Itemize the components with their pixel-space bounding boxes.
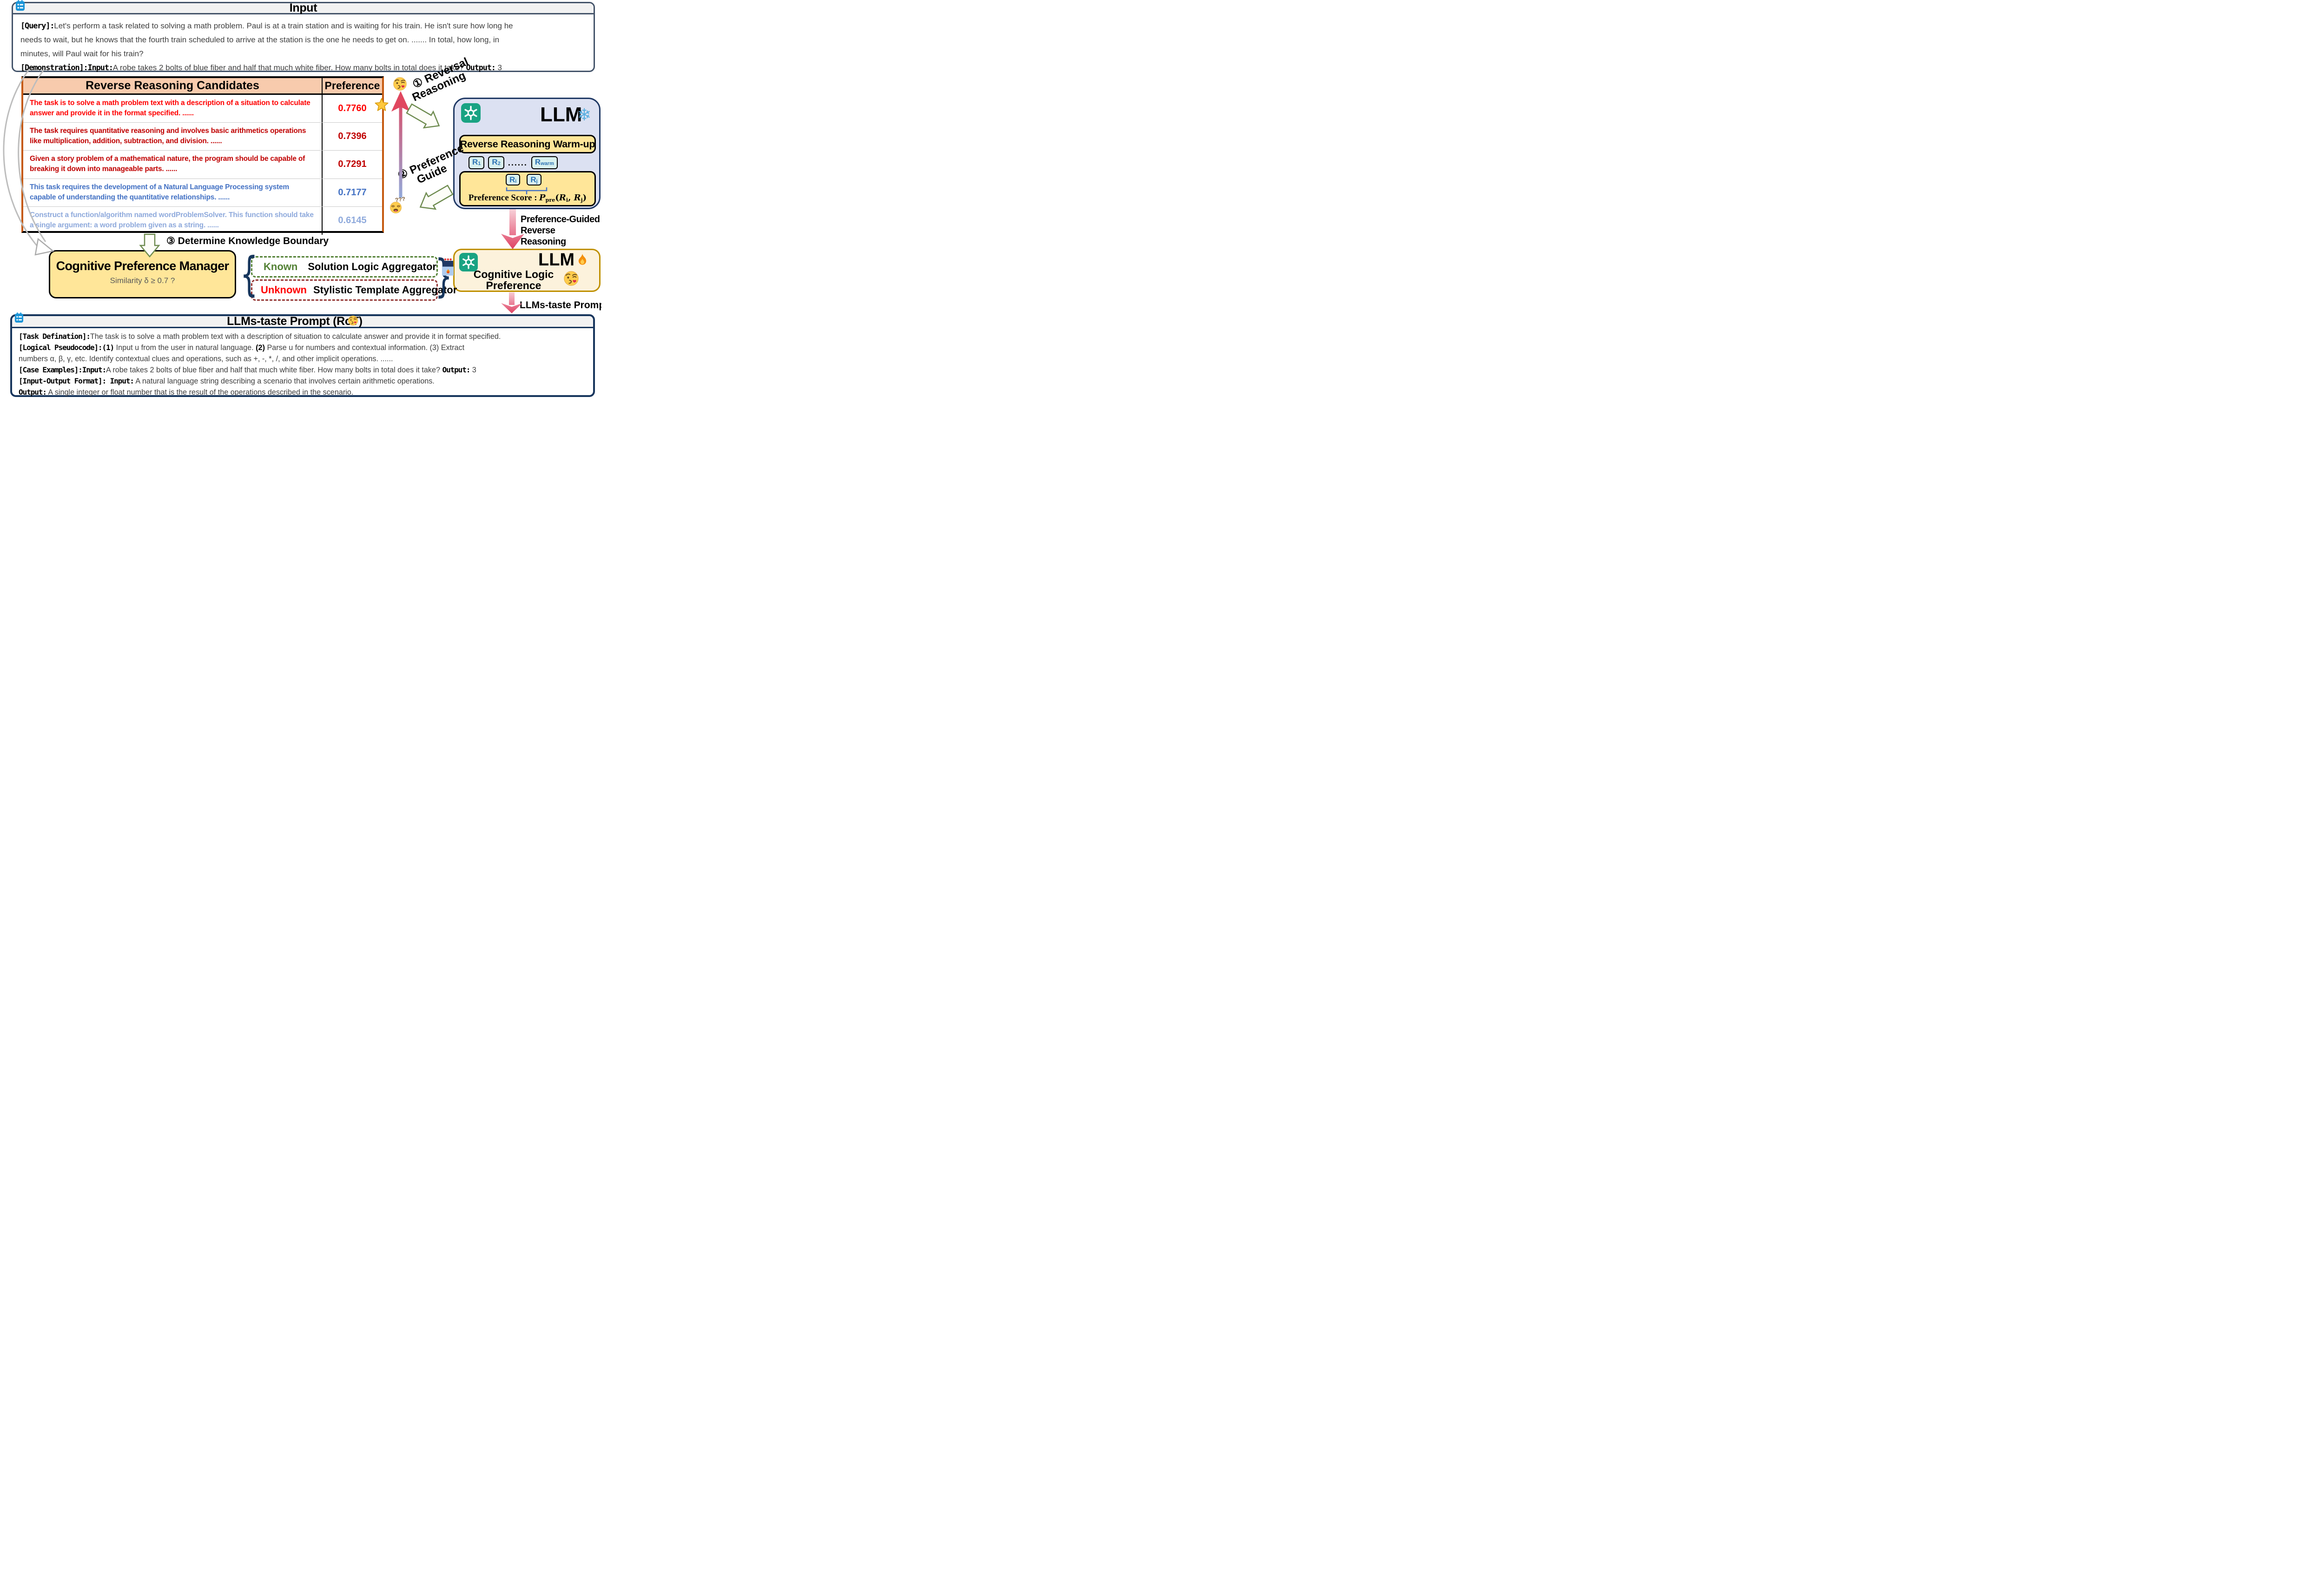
column-header-candidates: Reverse Reasoning Candidates <box>23 78 323 93</box>
star-icon <box>375 98 389 112</box>
unknown-label: Unknown <box>261 284 307 296</box>
prompt-panel-header: LLMs-taste Prompt (RoT) <box>12 315 593 328</box>
preference-guide-arrow <box>419 185 454 210</box>
openai-logo-icon <box>461 103 481 123</box>
ellipsis: ...... <box>508 158 528 167</box>
snowflake-icon: ❄ <box>577 105 592 124</box>
preference-score: 0.6145 <box>338 215 367 226</box>
candidate-row: This task requires the development of a … <box>23 179 382 207</box>
left-brace: { <box>240 247 258 301</box>
candidate-row: Construct a function/algorithm named wor… <box>23 206 382 235</box>
llms-taste-prompt-label: LLMs-taste Prompt <box>520 300 601 311</box>
warmup-box: Reverse Reasoning Warm-up <box>459 135 596 153</box>
cognitive-logic-preference-label: Cognitive Logic Preference <box>473 268 554 291</box>
text-line: [Logical Pseudocode]:(1) Input u from th… <box>19 343 465 352</box>
input-panel-header: Input <box>13 1 594 14</box>
text-line: [Case Examples]:Input:A robe takes 2 bol… <box>19 365 476 374</box>
unknown-aggregator-label: Stylistic Template Aggregator <box>313 284 457 296</box>
cpm-box: Cognitive Preference Manager Similarity … <box>49 250 236 298</box>
reversal-reasoning-arrow <box>406 103 440 129</box>
preference-score-formula: Ppre(Ri, Rj) <box>539 193 587 204</box>
candidate-text: Construct a function/algorithm named wor… <box>23 206 323 235</box>
text-line: Output: A single integer or float number… <box>19 388 354 397</box>
prompt-title: LLMs-taste Prompt (RoT) <box>227 315 363 328</box>
unknown-box: Unknown Stylistic Template Aggregator <box>251 279 457 301</box>
cpm-subtitle: Similarity δ ≥ 0.7 ? <box>110 276 175 285</box>
confused-laugh-emoji <box>390 201 402 214</box>
prompt-panel: LLMs-taste Prompt (RoT) [Task Defination… <box>10 314 595 397</box>
text-line: numbers α, β, γ, etc. Identify contextua… <box>19 355 393 363</box>
llm-tuned-box <box>453 249 601 292</box>
cpm-title: Cognitive Preference Manager <box>56 259 229 273</box>
text-line: [Query]:Let's perform a task related to … <box>20 21 513 31</box>
llm-frozen-title: LLM <box>540 103 582 126</box>
text-line: [Demonstration]:Input:A robe takes 2 bol… <box>20 63 502 73</box>
figure-root: Input [Query]:Let's perform a task relat… <box>0 0 601 398</box>
candidate-text: Given a story problem of a mathematical … <box>23 151 323 179</box>
preference-score: 0.7760 <box>323 95 382 122</box>
preference-score: 0.7291 <box>338 159 367 170</box>
known-aggregator-label: Solution Logic Aggregator <box>308 261 436 272</box>
known-box: Known Solution Logic Aggregator <box>251 256 438 278</box>
preference-score-label: Preference Score : <box>468 193 537 203</box>
input-text: [Query]:Let's perform a task related to … <box>20 19 513 75</box>
kiss-face-emoji <box>393 77 407 91</box>
preference-score: 0.7396 <box>338 131 367 142</box>
prompt-text: [Task Defination]:The task is to solve a… <box>19 331 501 398</box>
step3-label: ③ Determine Knowledge Boundary <box>166 236 329 246</box>
table-header-row: Reverse Reasoning Candidates Preference <box>23 78 382 95</box>
text-line: minutes, will Paul wait for his train? <box>20 49 144 58</box>
fire-icon <box>575 253 589 267</box>
candidate-text: The task requires quantitative reasoning… <box>23 123 323 151</box>
candidate-text: This task requires the development of a … <box>23 179 323 206</box>
preference-guided-label: Preference-Guided Reverse Reasoning <box>521 214 600 247</box>
matchbox-icon <box>442 258 454 277</box>
preference-score-line: Preference Score : Ppre(Ri, Rj) <box>459 193 596 203</box>
candidate-row: Given a story problem of a mathematical … <box>23 151 382 179</box>
input-panel: Input [Query]:Let's perform a task relat… <box>12 1 595 75</box>
kiss-face-emoji <box>563 271 579 286</box>
input-title: Input <box>289 1 317 14</box>
clipboard-list-icon <box>15 312 23 323</box>
known-label: Known <box>264 261 298 272</box>
kissing-face-emoji <box>348 315 358 326</box>
warmup-label: Reverse Reasoning Warm-up <box>460 138 595 150</box>
preference-score: 0.7177 <box>338 187 367 198</box>
candidate-row: The task is to solve a math problem text… <box>23 95 382 123</box>
candidates-table: Reverse Reasoning Candidates Preference … <box>21 76 384 235</box>
clipboard-list-icon <box>16 0 25 11</box>
text-line: [Task Defination]:The task is to solve a… <box>19 332 501 341</box>
column-header-preference: Preference <box>324 79 380 92</box>
text-line: needs to wait, but he knows that the fou… <box>20 35 500 44</box>
text-line: [Input-Output Format]: Input: A natural … <box>19 377 435 385</box>
llm-tuned-title: LLM <box>538 250 575 270</box>
candidate-text: The task is to solve a math problem text… <box>23 95 323 123</box>
candidate-row: The task requires quantitative reasoning… <box>23 123 382 151</box>
